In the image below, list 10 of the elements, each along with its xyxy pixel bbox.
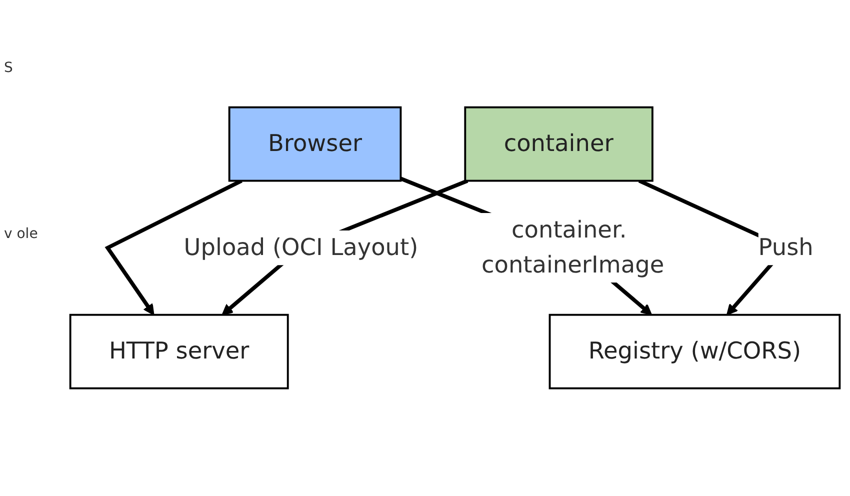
arrow: [104, 179, 242, 316]
edge-label: Push: [758, 234, 814, 262]
edge-label: Upload (OCI Layout): [184, 234, 418, 262]
note-text: S: [4, 60, 14, 76]
node-box: Registry (w/CORS): [548, 314, 841, 390]
note-text: v ole: [4, 226, 39, 242]
edge-label: container. containerImage: [482, 217, 664, 279]
node-box: container: [464, 106, 654, 182]
node-box: HTTP server: [69, 314, 289, 390]
node-box: Browser: [228, 106, 402, 182]
